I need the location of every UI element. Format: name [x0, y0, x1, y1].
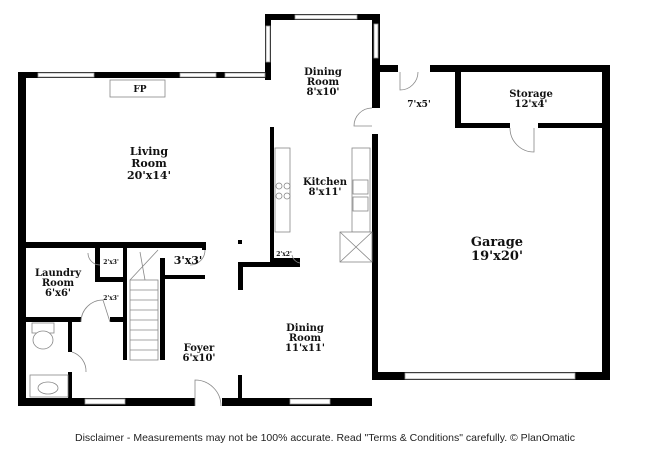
closet-2x3-a-size: 2'x3' [103, 259, 119, 266]
kitchen-size: 8'x11' [309, 187, 342, 198]
dining-room-lower-label: Dining [286, 323, 324, 334]
laundry-room-label-2: Room [42, 278, 75, 289]
room-labels: FP Living Room 20'x14' Dining Room 8'x10… [35, 67, 553, 364]
dining-room-upper-label: Dining [304, 67, 342, 78]
living-room-label-2: Room [131, 157, 167, 170]
closet-2x3-b-size: 2'x3' [103, 295, 119, 302]
doors [71, 71, 535, 407]
dining-room-lower-size: 11'x11' [285, 343, 325, 354]
living-room-size: 20'x14' [127, 169, 171, 182]
fireplace [109, 79, 166, 98]
foyer-label: Foyer [184, 343, 215, 354]
foyer-size: 6'x10' [183, 353, 216, 364]
dining-room-lower-label-2: Room [289, 333, 322, 344]
fixtures [29, 79, 373, 398]
entry-size: 7'x5' [407, 100, 430, 110]
fireplace-label: FP [133, 85, 146, 95]
toilet [32, 330, 54, 350]
laundry-room-label: Laundry [35, 268, 82, 279]
garage-label: Garage [471, 235, 523, 250]
storage-size: 12'x4' [515, 99, 548, 110]
closet-3x3-size: 3'x3' [174, 254, 203, 267]
windows [37, 14, 576, 407]
storage-label: Storage [509, 89, 553, 100]
garage-size: 19'x20' [471, 249, 523, 264]
disclaimer: Disclaimer - Measurements may not be 100… [75, 432, 575, 444]
closet-2x2-size: 2'x2' [276, 251, 292, 258]
kitchen-counter-left [274, 147, 291, 233]
laundry-room-size: 6'x6' [45, 288, 71, 299]
dining-room-upper-size: 8'x10' [307, 87, 340, 98]
kitchen-label: Kitchen [303, 177, 348, 188]
living-room-label: Living [130, 145, 168, 158]
dining-room-upper-label-2: Room [307, 77, 340, 88]
